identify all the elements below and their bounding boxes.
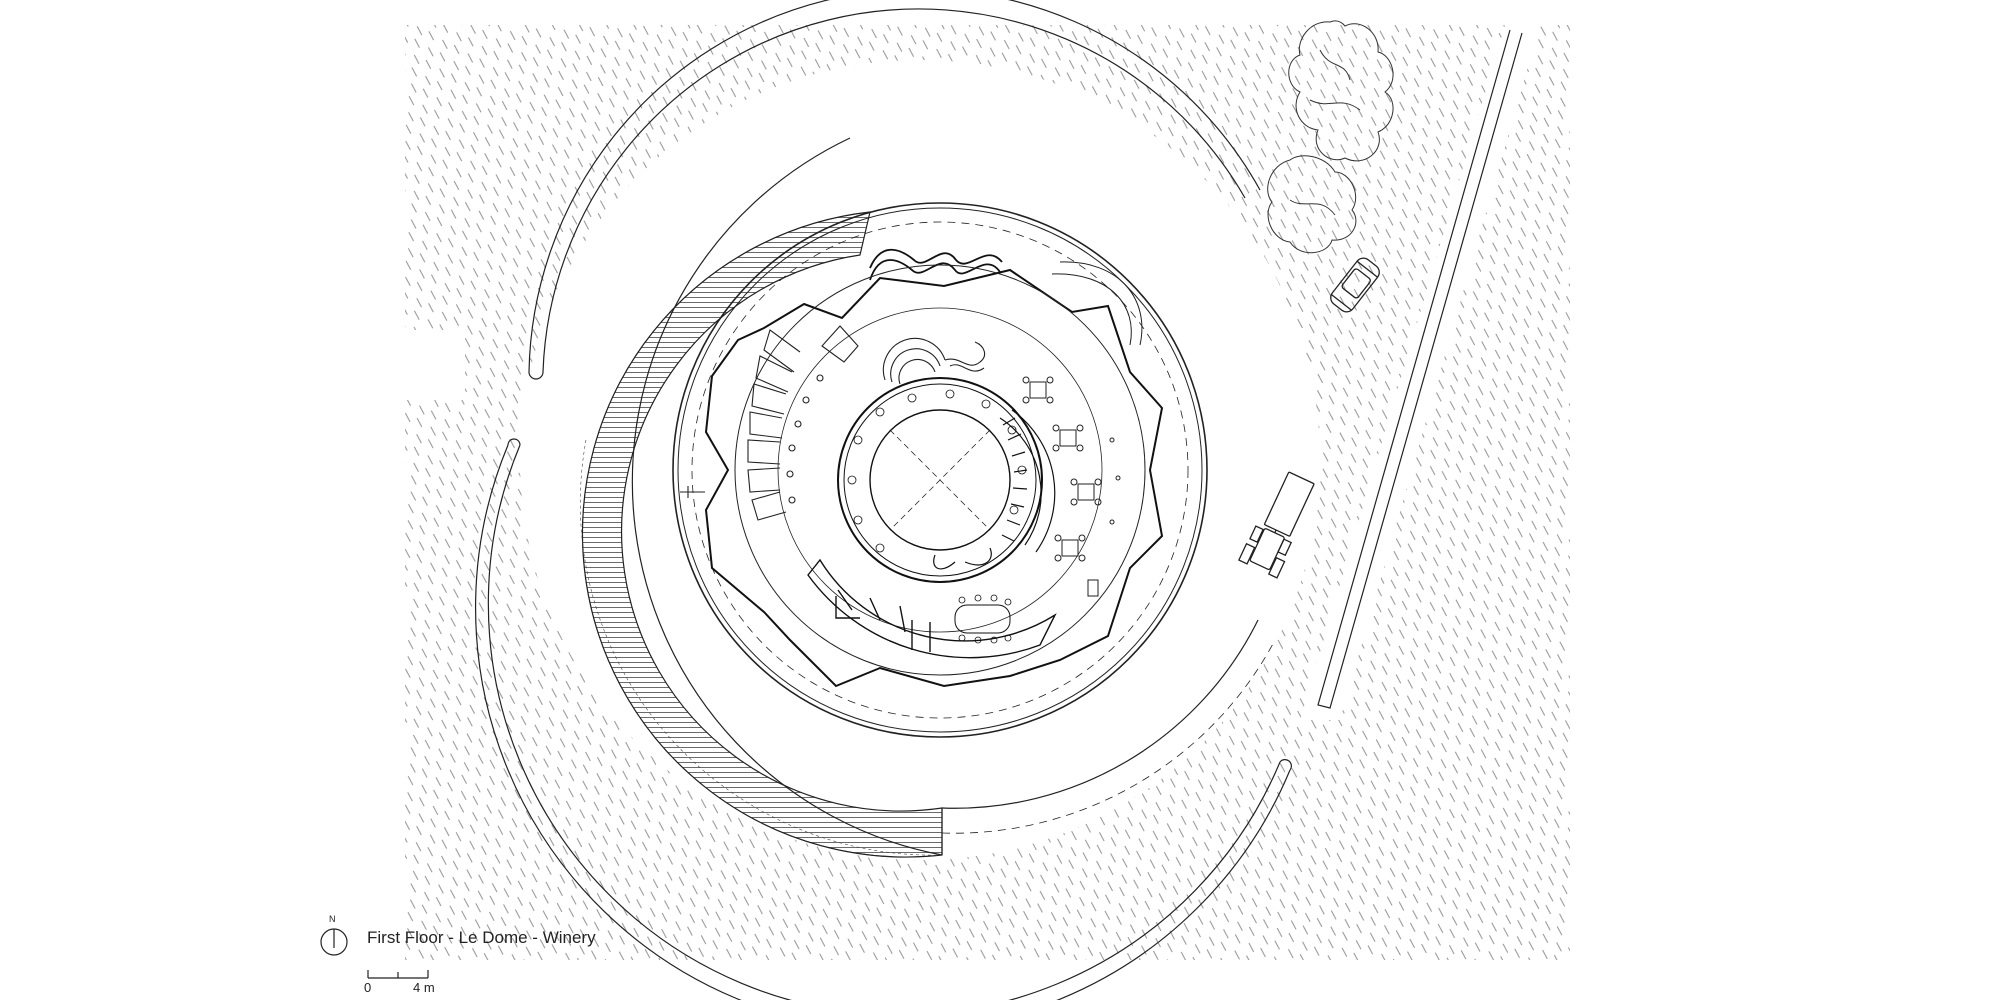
curved-stair bbox=[999, 409, 1056, 553]
scale-start-label: 0 bbox=[364, 980, 372, 995]
central-drum bbox=[837, 377, 1043, 583]
faceted-facade bbox=[704, 268, 1164, 688]
inner-ring bbox=[734, 264, 1146, 676]
vineyard-field bbox=[405, 25, 1570, 960]
car-icon bbox=[1330, 257, 1380, 313]
plan-title: First Floor - Le Dome - Winery bbox=[367, 928, 596, 947]
site-paths bbox=[474, 0, 1523, 1000]
north-label: N bbox=[329, 914, 336, 924]
tables-right bbox=[1022, 376, 1121, 597]
entry-curve bbox=[1051, 261, 1143, 346]
tree-icon bbox=[1267, 20, 1394, 254]
building-outline bbox=[672, 202, 1276, 855]
curved-bench bbox=[882, 337, 986, 385]
meeting-room bbox=[807, 558, 1057, 659]
slatted-ramp bbox=[580, 137, 943, 858]
north-arrow-icon bbox=[320, 928, 348, 956]
wavy-wall bbox=[869, 248, 1003, 281]
office-partitions bbox=[680, 325, 859, 521]
scale-end-label: 4 m bbox=[413, 980, 435, 995]
tractor-icon bbox=[1238, 471, 1315, 579]
scale-bar bbox=[367, 970, 429, 979]
